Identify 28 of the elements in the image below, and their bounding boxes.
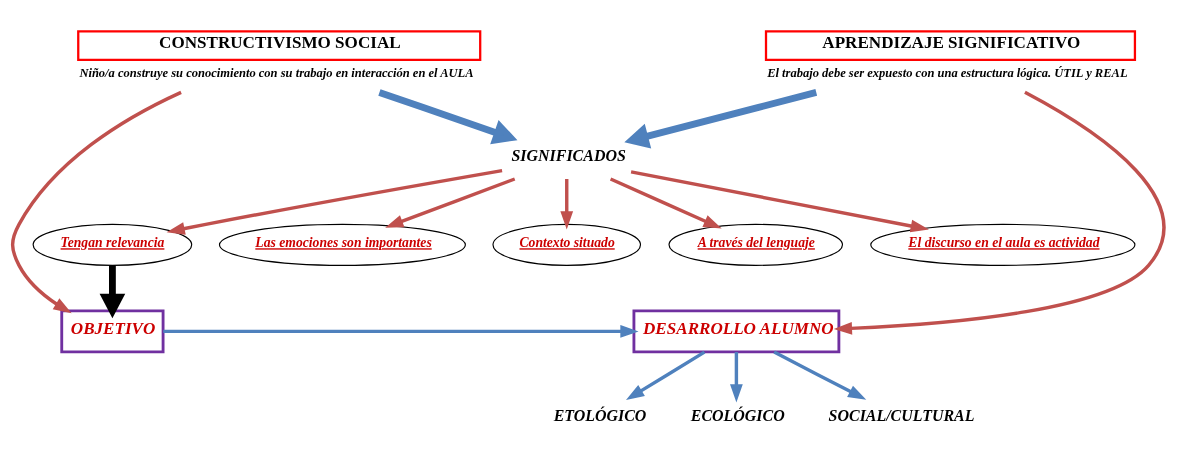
arrow xyxy=(166,168,503,235)
node-label: El trabajo debe ser expuesto con una estructura lógica. ÚTIL y REAL xyxy=(767,65,1128,80)
node-box: APRENDIZAJE SIGNIFICATIVO xyxy=(764,30,1137,61)
arrow xyxy=(163,325,639,338)
arrow xyxy=(10,90,182,314)
node-box: OBJETIVO xyxy=(60,309,165,354)
arrow xyxy=(773,350,867,400)
node-label: Niño/a construye su conocimiento con su trabajo en interacción en el AULA xyxy=(79,65,474,80)
node-text: ETOLÓGICO xyxy=(553,407,647,425)
arrow xyxy=(378,89,518,145)
node-box: DESARROLLO ALUMNO xyxy=(632,309,841,354)
arrow xyxy=(833,90,1166,335)
arrow xyxy=(560,179,574,230)
node-ellipse: Las emociones son importantes xyxy=(218,223,466,266)
arrow xyxy=(626,350,706,401)
node-text: ECOLÓGICO xyxy=(690,407,785,425)
node-text: SOCIAL/CULTURAL xyxy=(828,407,975,425)
arrow xyxy=(609,177,722,229)
node-box: CONSTRUCTIVISMO SOCIAL xyxy=(77,30,482,61)
arrow xyxy=(730,352,743,403)
node-ellipse: A través del lenguaje xyxy=(668,223,844,266)
arrow xyxy=(99,265,126,319)
node-text: SIGNIFICADOS xyxy=(511,147,626,165)
node-ellipse: El discurso en el aula es actividad xyxy=(870,223,1136,266)
arrow xyxy=(630,170,929,233)
node-ellipse: Contexto situado xyxy=(492,223,642,266)
arrow xyxy=(385,177,516,228)
arrow xyxy=(624,89,818,149)
